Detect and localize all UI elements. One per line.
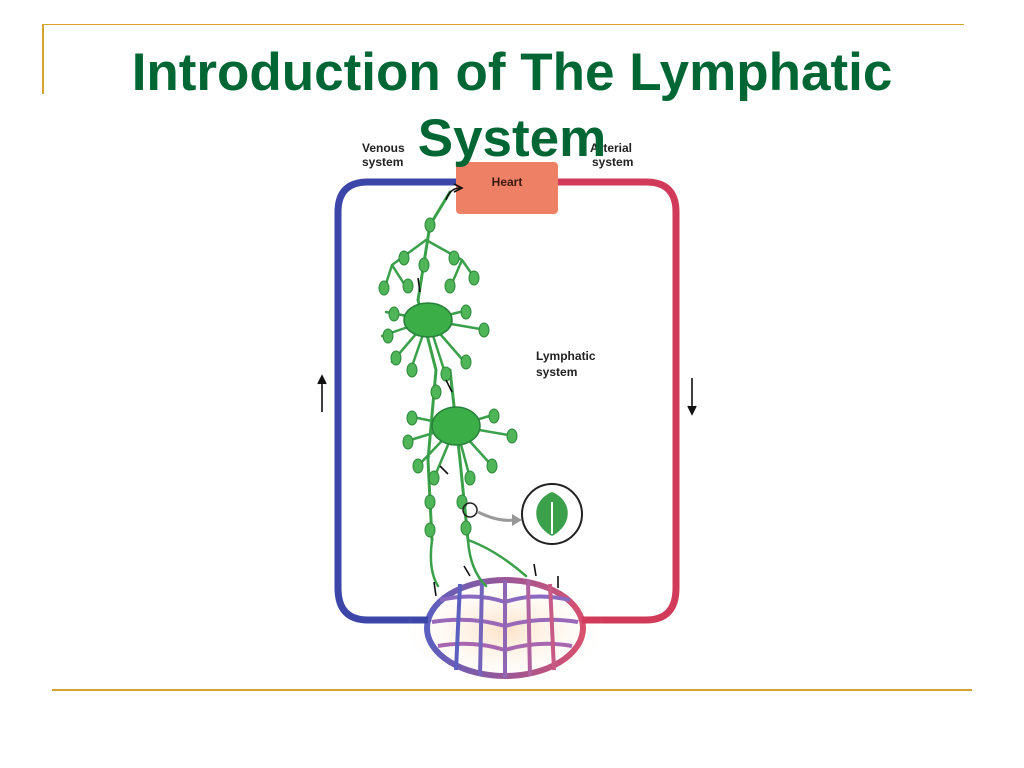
valve-pointer-arrow [477,510,515,522]
flow-arrows [317,183,697,597]
lymphatic-diagram: Heart [317,141,697,682]
venous-label: Venous [362,141,405,155]
arrow-lymph-1-icon [417,277,421,293]
slide-title: Introduction of The Lymphatic System [131,43,893,168]
arrow-heart-entry-icon [445,187,461,201]
arrow-lymph-2-icon [445,379,453,393]
heart-label: Heart [492,175,523,189]
arrow-lymph-3-icon [439,465,449,475]
lymphatic-label-2: system [536,365,577,379]
lymph-node-upper [403,302,453,338]
frame-left-rule [42,24,44,94]
arterial-vessel [552,178,680,624]
venous-label-2: system [362,155,403,169]
lymph-node-lower [431,406,481,446]
frame-top-rule [42,24,964,25]
arrow-capillary-2-icon [463,565,471,577]
heart-box [456,162,558,214]
venous-vessel [334,178,462,624]
arrow-capillary-1-icon [433,581,437,597]
valve-focus-ring [462,502,478,518]
capillary-bed [412,577,600,679]
lymph-beads [378,217,518,538]
frame-bottom-rule [52,689,972,691]
arterial-label-2: system [592,155,633,169]
arterial-label: Arterial [590,141,632,155]
arrow-capillary-3-icon [533,563,537,577]
lymphatic-label: Lymphatic [536,349,596,363]
